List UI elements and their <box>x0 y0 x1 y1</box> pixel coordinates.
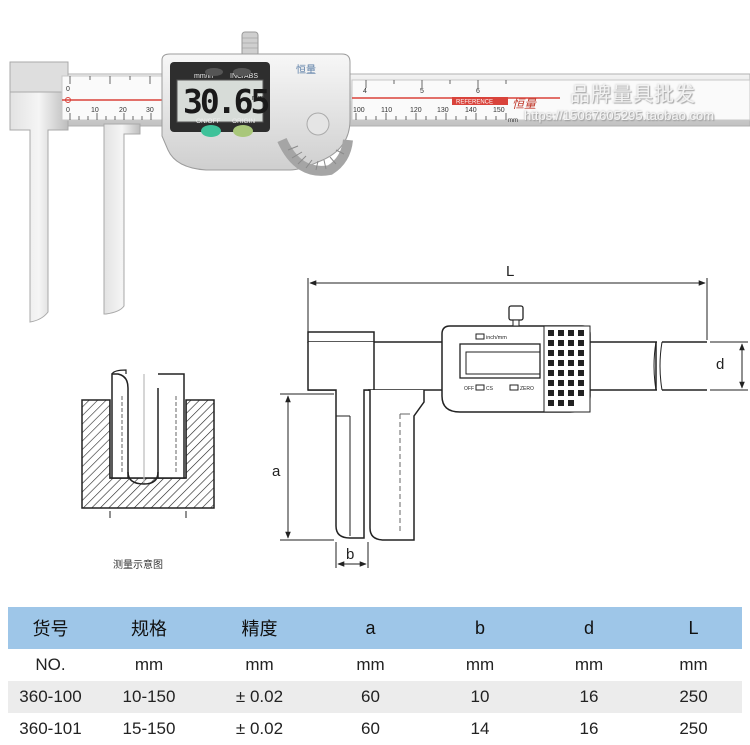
scale-num-30: 30 <box>146 107 154 114</box>
brand-logo: 恒量 <box>512 97 537 111</box>
watermark-url: https://15067605295.taobao.com <box>524 108 715 123</box>
table-cell: 10 <box>427 681 533 713</box>
scale-unit: mm <box>508 118 518 124</box>
table-cell: ± 0.02 <box>205 713 314 745</box>
scale-num-150: 150 <box>493 107 505 114</box>
caliper-photo: 0 10 20 30 100 110 120 130 140 150 0 4 5… <box>9 31 750 323</box>
knurl-pattern <box>548 330 584 406</box>
spec-table: 货号 规格 精度 a b d L NO. mm mm mm mm mm mm 3… <box>8 607 742 745</box>
table-cell: 14 <box>427 713 533 745</box>
unit-cell: NO. <box>8 649 93 681</box>
table-cell: 10-150 <box>93 681 205 713</box>
table-cell: 60 <box>314 713 427 745</box>
scale-num-10: 10 <box>91 107 99 114</box>
table-cell: 250 <box>645 713 742 745</box>
scale-num-20: 20 <box>119 107 127 114</box>
table-header-row: 货号 规格 精度 a b d L <box>8 607 742 649</box>
table-cell: 16 <box>533 681 645 713</box>
header-item-no: 货号 <box>8 607 93 649</box>
scale-num-110: 110 <box>381 107 392 114</box>
scale-top-6: 6 <box>476 88 480 95</box>
drawing-off: OFF <box>464 386 474 392</box>
body-brand-mark: 恒量 <box>296 63 316 76</box>
dim-L-label: L <box>506 263 514 280</box>
inc-abs-label: INC/ABS <box>230 73 258 80</box>
lcd-unit: mm <box>252 95 264 102</box>
drawing-inch-mm: inch/mm <box>486 335 507 341</box>
header-accuracy: 精度 <box>205 607 314 649</box>
table-cell: 250 <box>645 681 742 713</box>
unit-cell: mm <box>427 649 533 681</box>
table-cell: ± 0.02 <box>205 681 314 713</box>
dimension-drawing: L d inch/mm OFF CS ZERO a <box>272 263 748 568</box>
mm-in-label: mm/in <box>194 73 213 80</box>
scale-top-4: 4 <box>363 88 367 95</box>
table-cell: 360-101 <box>8 713 93 745</box>
table-units-row: NO. mm mm mm mm mm mm <box>8 649 742 681</box>
scale-num-120: 120 <box>410 107 422 114</box>
drawing-lcd <box>459 343 541 379</box>
lcd-reading: 30.65 <box>183 82 268 121</box>
knurled-wheel[interactable] <box>287 145 345 171</box>
scale-top-5: 5 <box>420 88 424 95</box>
unit-cell: mm <box>314 649 427 681</box>
unit-cell: mm <box>533 649 645 681</box>
on-off-button[interactable] <box>201 125 221 137</box>
dim-b-label: b <box>346 546 354 563</box>
sketch-caption: 测量示意图 <box>113 560 163 571</box>
table-row: 360-100 10-150 ± 0.02 60 10 16 250 <box>8 681 742 713</box>
table-cell: 60 <box>314 681 427 713</box>
scale-num-130: 130 <box>437 107 449 114</box>
unit-cell: mm <box>93 649 205 681</box>
scale-num-0: 0 <box>66 107 70 114</box>
table-cell: 16 <box>533 713 645 745</box>
header-L: L <box>645 607 742 649</box>
header-d: d <box>533 607 645 649</box>
drawing-cs: CS <box>486 386 494 392</box>
table-row: 360-101 15-150 ± 0.02 60 14 16 250 <box>8 713 742 745</box>
dim-a-label: a <box>272 463 281 480</box>
abs-button[interactable] <box>233 68 251 76</box>
reference-label: REFERENCE <box>456 100 493 106</box>
mode-button[interactable] <box>205 68 223 76</box>
scale-ticks-left <box>69 76 152 120</box>
scale-num-140: 140 <box>465 107 477 114</box>
unit-cell: mm <box>645 649 742 681</box>
dim-d-label: d <box>716 356 724 373</box>
table-cell: 15-150 <box>93 713 205 745</box>
watermark-title: 品牌量具批发 <box>570 84 696 106</box>
origin-button[interactable] <box>233 125 253 137</box>
measurement-sketch <box>81 369 215 518</box>
header-a: a <box>314 607 427 649</box>
origin-label: ORIGIN <box>232 118 255 125</box>
unit-cell: mm <box>205 649 314 681</box>
drawing-zero: ZERO <box>520 386 534 392</box>
scale-top-0: 0 <box>66 86 70 93</box>
table-cell: 360-100 <box>8 681 93 713</box>
header-spec: 规格 <box>93 607 205 649</box>
scale-ticks-right <box>355 80 507 120</box>
lcd-screen <box>176 79 264 123</box>
header-b: b <box>427 607 533 649</box>
on-off-label: ON/OFF <box>196 118 221 125</box>
scale-num-100: 100 <box>353 107 365 114</box>
